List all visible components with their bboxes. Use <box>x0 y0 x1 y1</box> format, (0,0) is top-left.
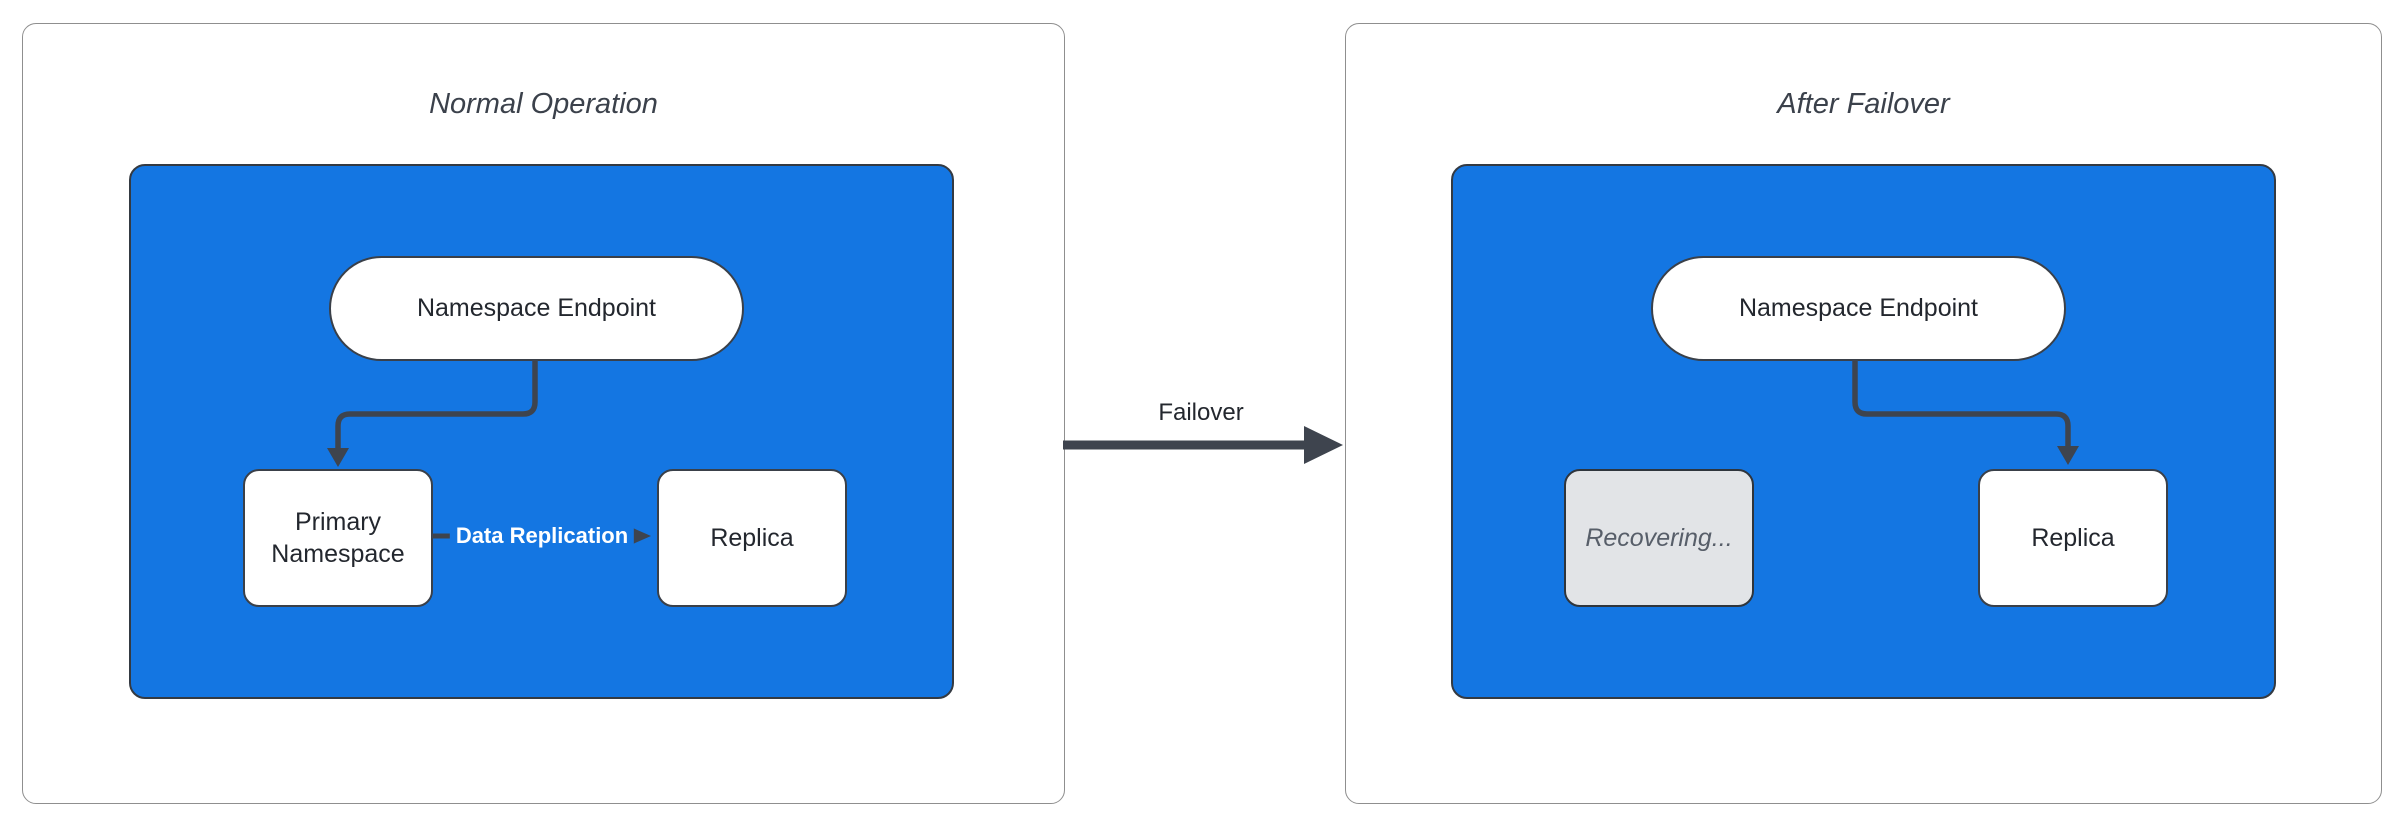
primary-namespace-label: Primary Namespace <box>271 507 405 569</box>
namespace-endpoint-label: Namespace Endpoint <box>416 294 657 323</box>
namespace-endpoint-label: Namespace Endpoint <box>1738 294 1979 323</box>
replica-label: Replica <box>2031 523 2115 552</box>
replica-node-failover: Replica <box>1978 469 2168 607</box>
primary-namespace-node: Primary Namespace <box>243 469 433 607</box>
failover-arrowhead <box>1304 426 1343 464</box>
normal-operation-panel: Normal Operation Namespace Endpoint Prim… <box>22 23 1065 804</box>
replica-node-normal: Replica <box>657 469 847 607</box>
namespace-endpoint-node-normal: Namespace Endpoint <box>329 256 744 361</box>
normal-cluster-container: Namespace Endpoint Primary Namespace Rep… <box>129 164 954 699</box>
recovering-label: Recovering... <box>1585 523 1733 552</box>
recovering-node: Recovering... <box>1564 469 1754 607</box>
after-failover-panel: After Failover Namespace Endpoint Recove… <box>1345 23 2382 804</box>
replica-label: Replica <box>710 523 794 552</box>
normal-operation-title: Normal Operation <box>429 88 658 120</box>
after-failover-title: After Failover <box>1777 88 1950 120</box>
failover-edge-label: Failover <box>1158 399 1244 426</box>
namespace-endpoint-node-failover: Namespace Endpoint <box>1651 256 2066 361</box>
failover-cluster-container: Namespace Endpoint Recovering... Replica <box>1451 164 2276 699</box>
